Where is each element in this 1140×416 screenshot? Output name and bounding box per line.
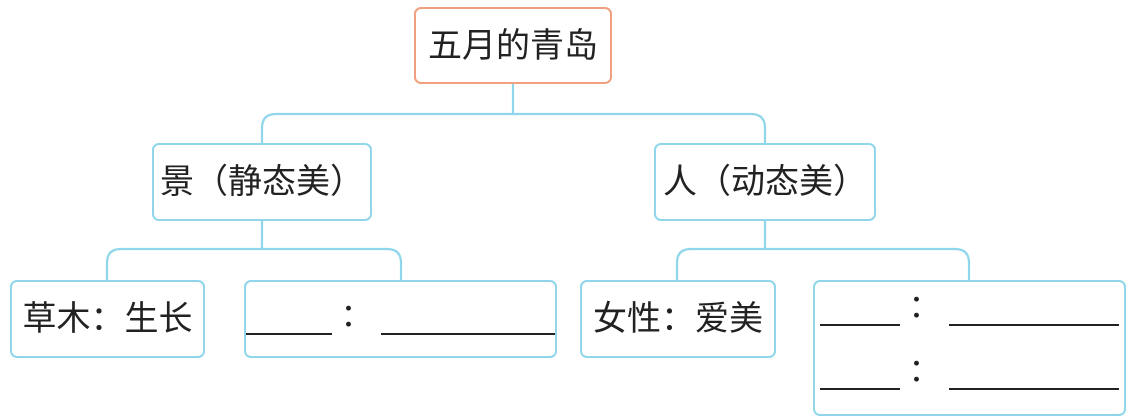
fill-in-blank[interactable] [820,296,901,326]
fill-in-blank[interactable] [948,360,1119,390]
branch-node-people: 人（动态美） [654,143,876,221]
leaf-node-plants: 草木：生长 [10,280,205,358]
root-node: 五月的青岛 [414,7,612,84]
leaf-node-blank-scenery: ： [244,280,557,358]
fill-in-colon: ： [908,287,941,325]
leaf-label-women: 女性：爱美 [593,299,763,339]
fill-in-colon: ： [908,351,941,389]
fill-in-blank[interactable] [380,305,555,335]
fill-in-blank[interactable] [948,296,1119,326]
branch-label-scenery: 景（静态美） [160,162,364,202]
fill-in-row: ： [246,299,555,335]
root-label: 五月的青岛 [428,25,598,66]
fill-in-row: ： [820,290,1119,326]
fill-in-colon: ： [340,296,373,334]
leaf-node-women: 女性：爱美 [580,280,776,358]
branch-node-scenery: 景（静态美） [152,143,372,221]
leaf-node-blank-people: ： ： [813,280,1126,416]
branch-label-people: 人（动态美） [663,162,867,202]
fill-in-blank[interactable] [246,305,333,335]
fill-in-blank[interactable] [820,360,901,390]
fill-in-row: ： [820,354,1119,390]
leaf-label-plants: 草木：生长 [22,299,193,339]
